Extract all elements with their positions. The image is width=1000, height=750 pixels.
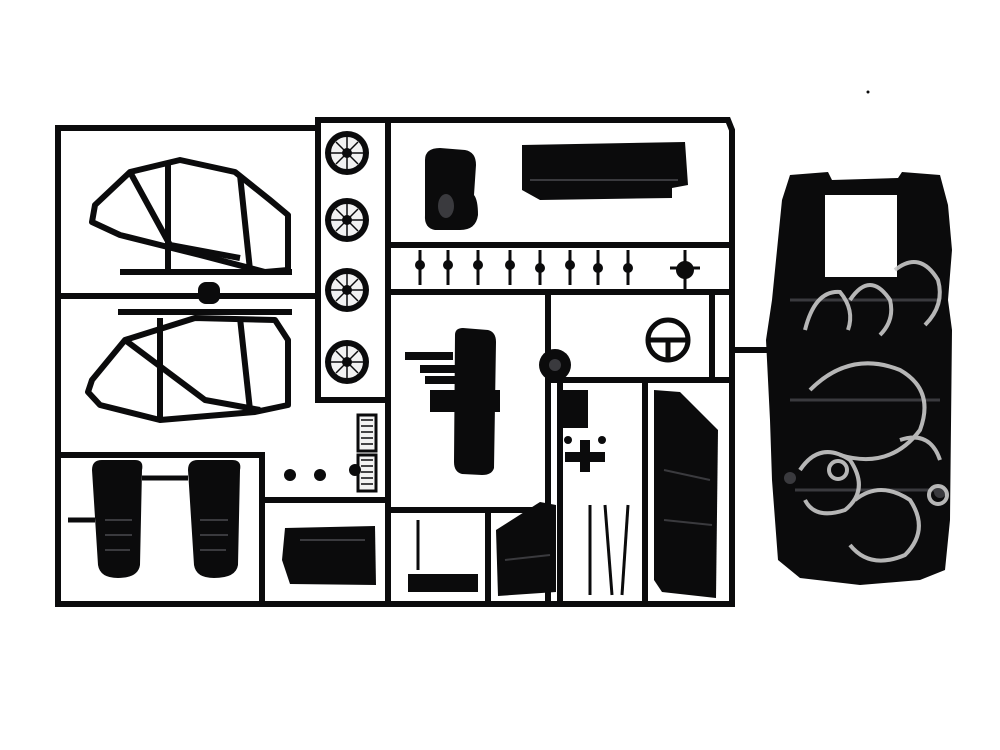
seat-left xyxy=(92,460,143,578)
cage-gate xyxy=(198,282,220,304)
wheel-icon xyxy=(325,198,369,242)
seat-right xyxy=(188,460,241,578)
bracket-part xyxy=(558,390,588,428)
chassis-body xyxy=(766,172,952,585)
door-panel-lower xyxy=(496,502,556,596)
round-part xyxy=(539,349,571,381)
dashboard-panel xyxy=(522,142,688,200)
small-linkage xyxy=(405,352,455,384)
roll-cage-top xyxy=(89,157,292,275)
fuel-tank xyxy=(430,328,500,475)
small-parts-stems xyxy=(418,250,700,292)
wheel-icon xyxy=(325,131,369,175)
door-panel-right xyxy=(654,390,718,598)
cross-part xyxy=(564,436,606,472)
steering-wheel-icon xyxy=(645,317,691,363)
small-parts-row xyxy=(415,260,694,279)
seat-gates xyxy=(68,475,188,523)
grille-parts xyxy=(356,413,378,493)
bumper-bar xyxy=(408,574,478,592)
wheel-icon xyxy=(325,268,369,312)
sprue-frame xyxy=(55,117,775,607)
rods xyxy=(416,504,630,596)
battery-box xyxy=(282,526,376,585)
wheel-icon xyxy=(325,340,369,384)
dust-speck xyxy=(866,90,870,94)
wheel-column xyxy=(325,131,369,384)
small-bits-row xyxy=(284,464,361,481)
watermark-logo xyxy=(798,260,949,563)
roll-cage-bottom xyxy=(85,309,292,423)
engine-block xyxy=(424,148,478,230)
